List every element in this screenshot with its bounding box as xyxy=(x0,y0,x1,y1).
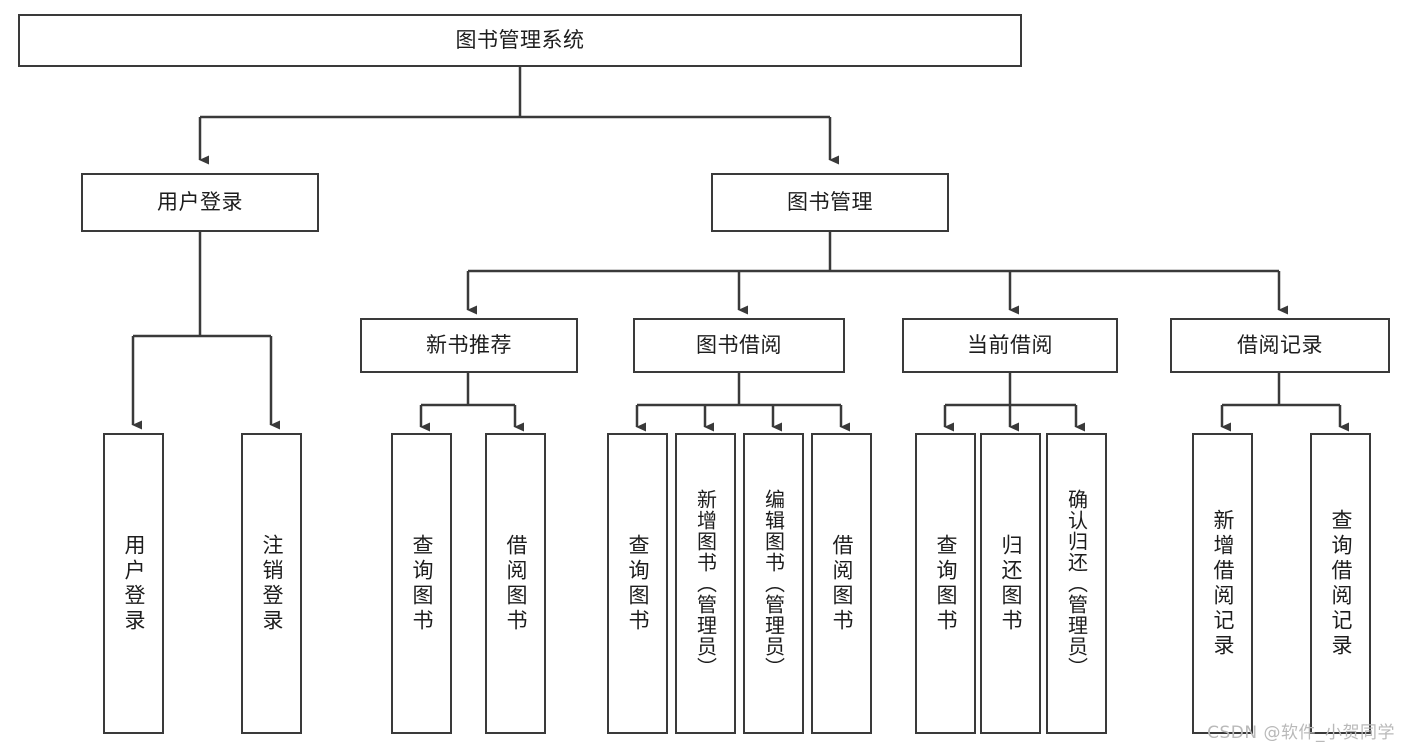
node-leaf-query-borrow-record[interactable]: 查询借阅记录 xyxy=(1310,433,1371,734)
node-leaf-user-logout[interactable]: 注销登录 xyxy=(241,433,302,734)
node-leaf-add-book-admin[interactable]: 新增图书（管理员） xyxy=(675,433,736,734)
node-leaf-query-book-borrow[interactable]: 查询图书 xyxy=(607,433,668,734)
node-borrow-record[interactable]: 借阅记录 xyxy=(1170,318,1390,373)
node-label: 用户登录 xyxy=(122,533,146,634)
node-label: 借阅图书 xyxy=(504,533,528,634)
node-label: 注销登录 xyxy=(260,533,284,634)
node-label: 查询图书 xyxy=(934,533,958,634)
node-label: 借阅图书 xyxy=(830,533,854,634)
node-label: 查询图书 xyxy=(626,533,650,634)
node-user-login[interactable]: 用户登录 xyxy=(81,173,319,232)
node-leaf-borrow-book-borrow[interactable]: 借阅图书 xyxy=(811,433,872,734)
node-label: 新增借阅记录 xyxy=(1211,508,1235,659)
node-root-book-management-system[interactable]: 图书管理系统 xyxy=(18,14,1022,67)
node-label: 图书管理 xyxy=(787,189,873,214)
node-label: 借阅记录 xyxy=(1237,332,1323,357)
node-leaf-query-book-current[interactable]: 查询图书 xyxy=(915,433,976,734)
node-label: 编辑图书（管理员） xyxy=(761,489,786,678)
node-new-book-recommend[interactable]: 新书推荐 xyxy=(360,318,578,373)
node-leaf-confirm-return-admin[interactable]: 确认归还（管理员） xyxy=(1046,433,1107,734)
node-leaf-edit-book-admin[interactable]: 编辑图书（管理员） xyxy=(743,433,804,734)
csdn-watermark: CSDN @软件_小贺同学 xyxy=(1207,723,1395,743)
node-current-borrow[interactable]: 当前借阅 xyxy=(902,318,1118,373)
node-book-borrow[interactable]: 图书借阅 xyxy=(633,318,845,373)
node-label: 归还图书 xyxy=(999,533,1023,634)
node-leaf-borrow-book-recommend[interactable]: 借阅图书 xyxy=(485,433,546,734)
node-label: 确认归还（管理员） xyxy=(1064,489,1089,678)
node-leaf-return-book[interactable]: 归还图书 xyxy=(980,433,1041,734)
node-label: 当前借阅 xyxy=(967,332,1053,357)
node-label: 图书管理系统 xyxy=(455,27,585,52)
node-leaf-query-book-recommend[interactable]: 查询图书 xyxy=(391,433,452,734)
node-label: 图书借阅 xyxy=(696,332,782,357)
node-label: 查询借阅记录 xyxy=(1329,508,1353,659)
node-leaf-user-login[interactable]: 用户登录 xyxy=(103,433,164,734)
node-book-management[interactable]: 图书管理 xyxy=(711,173,949,232)
node-label: 新增图书（管理员） xyxy=(693,489,718,678)
node-label: 用户登录 xyxy=(157,189,243,214)
node-leaf-add-borrow-record[interactable]: 新增借阅记录 xyxy=(1192,433,1253,734)
node-label: 查询图书 xyxy=(410,533,434,634)
node-label: 新书推荐 xyxy=(426,332,512,357)
